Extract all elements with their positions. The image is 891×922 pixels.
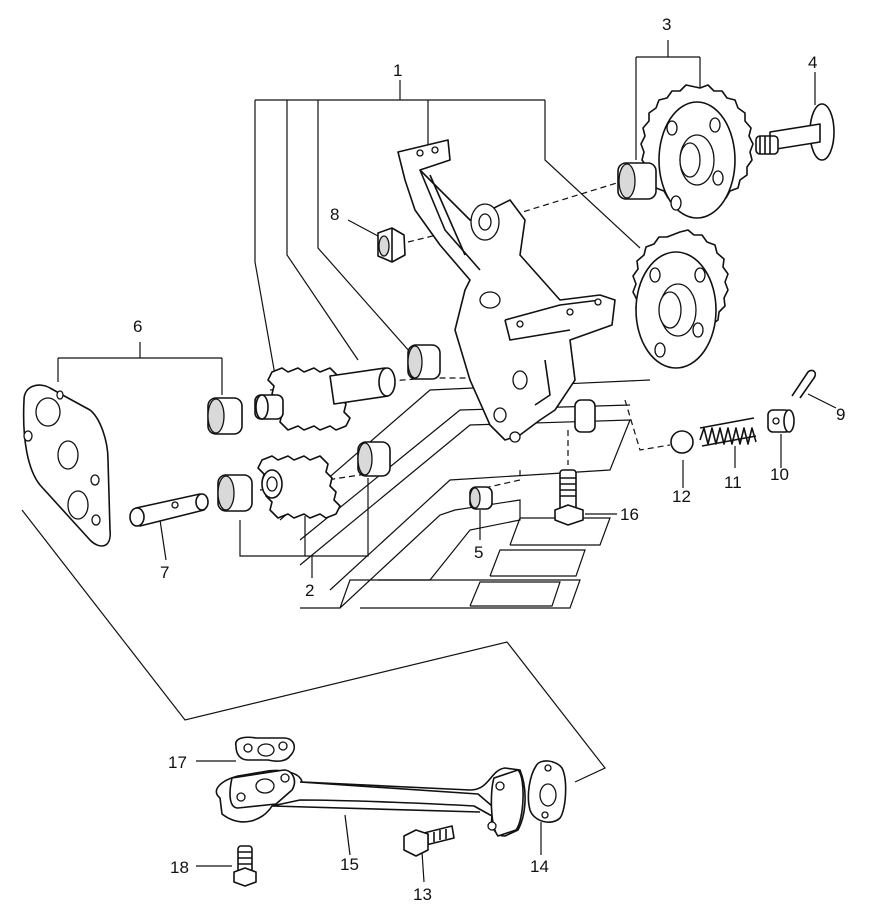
bushing-upper-right	[407, 344, 441, 380]
pump-gear-lower	[257, 455, 341, 519]
callout-3: 3	[662, 15, 671, 34]
gasket-upper	[234, 736, 296, 762]
relief-valve-spring	[699, 417, 757, 447]
callout-16: 16	[620, 505, 639, 524]
relief-valve-ball	[670, 430, 694, 454]
callout-10: 10	[770, 465, 789, 484]
bottom-bolt	[233, 845, 257, 887]
callout-13: 13	[413, 885, 432, 904]
callout-6: 6	[133, 317, 142, 336]
vertical-bolt	[554, 469, 584, 526]
callout-7: 7	[160, 563, 169, 582]
callout-17: 17	[168, 753, 187, 772]
callout-9: 9	[836, 405, 845, 424]
callout-2: 2	[305, 581, 314, 600]
callout-1: 1	[393, 61, 402, 80]
gasket-right	[527, 760, 567, 823]
hex-nut	[377, 227, 406, 263]
callout-8: 8	[330, 205, 339, 224]
bushing-upper-left	[207, 397, 243, 435]
callout-5: 5	[474, 543, 483, 562]
callout-4: 4	[808, 53, 817, 72]
oil-pipe	[215, 767, 526, 837]
bushing-lower-left	[217, 474, 253, 512]
pump-cover	[22, 384, 111, 547]
relief-valve-plug	[767, 409, 795, 433]
callout-labels: 1 2 3 4 5 6 7 8 9 10 11 12 13 14 15 16 1…	[133, 15, 845, 904]
callout-18: 18	[170, 858, 189, 877]
bushing-small	[469, 486, 493, 510]
pump-housing	[397, 139, 616, 443]
callout-15: 15	[340, 855, 359, 874]
pump-gear-upper	[254, 367, 396, 431]
drive-gear-upper	[617, 84, 754, 219]
leader-lines	[21, 40, 837, 883]
bushing-lower-right	[357, 441, 391, 477]
cotter-pin	[791, 369, 817, 399]
gear-shaft-bolt	[755, 103, 835, 161]
callout-12: 12	[672, 487, 691, 506]
drive-gear-lower	[632, 229, 729, 369]
callout-14: 14	[530, 857, 549, 876]
callout-11: 11	[724, 473, 742, 492]
dowel-pin	[129, 493, 209, 527]
flange-bolt	[403, 825, 455, 857]
